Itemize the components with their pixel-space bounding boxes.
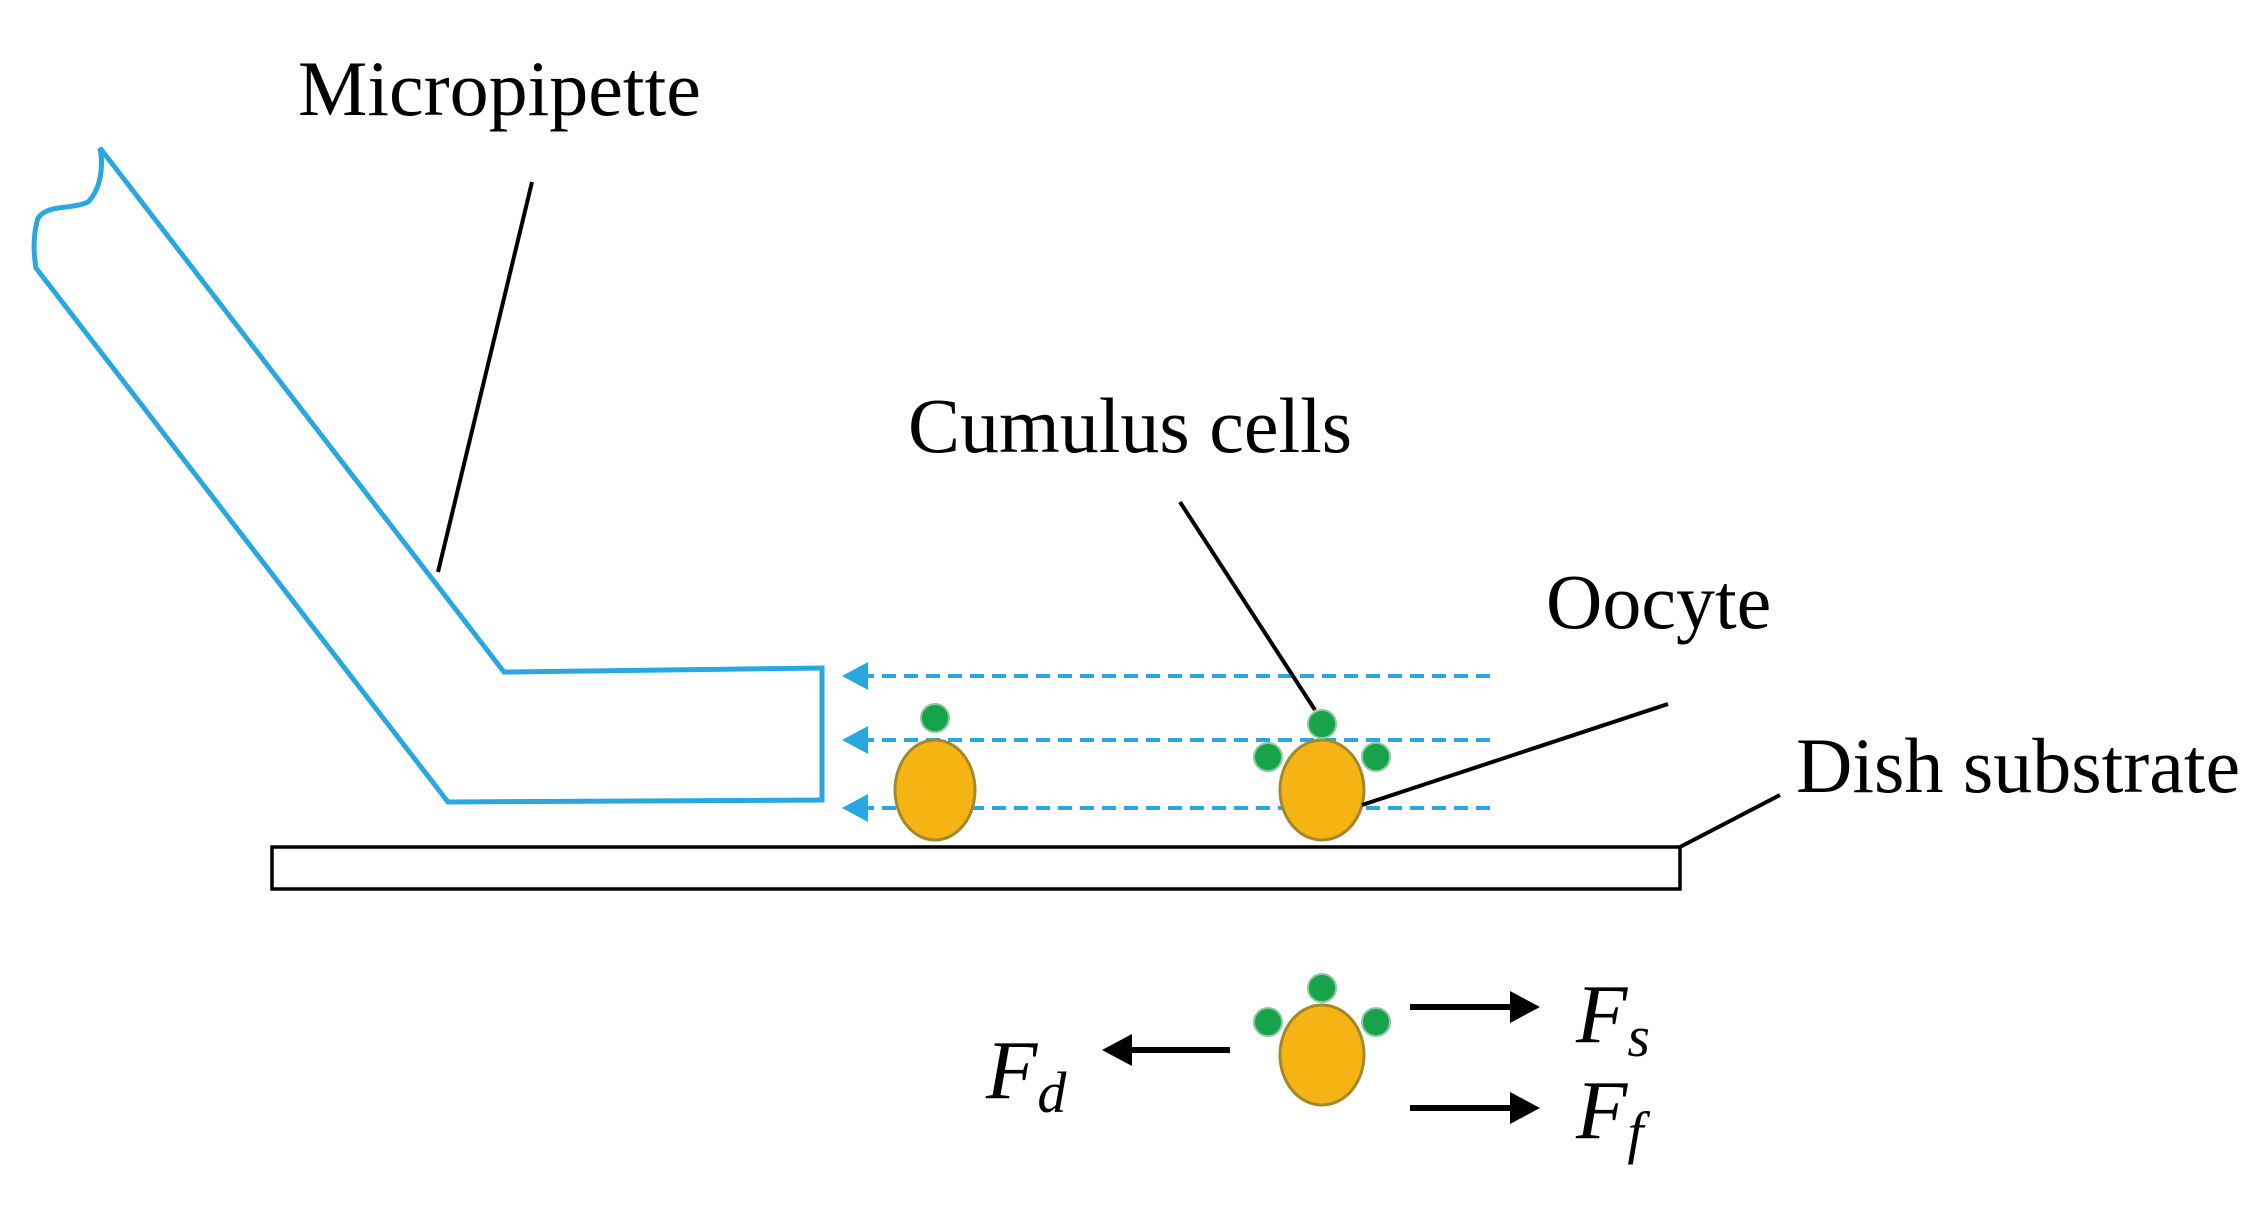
dish-leader [1679, 793, 1781, 849]
friction-force-label: Ff [1575, 1064, 1650, 1165]
flow-arrowhead-bottom [842, 794, 868, 822]
micropipette-label: Micropipette [298, 45, 701, 132]
flow-arrowhead-top [842, 662, 868, 690]
cumulus-cell [1307, 709, 1337, 739]
cumulus-cell [1361, 1007, 1391, 1037]
cumulus-cell [920, 703, 950, 733]
cumulus-cell [1253, 742, 1283, 772]
oocyte-2 [1278, 738, 1366, 842]
dish-substrate [270, 845, 1682, 891]
surface-force-label: Fs [1575, 968, 1650, 1069]
dish-substrate-label: Dish substrate [1796, 722, 2240, 809]
cumulus-leader [1178, 500, 1317, 712]
flow-arrows [842, 662, 1490, 822]
oocyte-group-2 [1253, 709, 1391, 842]
oocyte-1 [893, 738, 977, 842]
cumulus-cell [1307, 973, 1337, 1003]
cumulus-cell [1361, 742, 1391, 772]
oocyte-leader [1361, 702, 1669, 807]
force-diagram: Fd Fs Ff [985, 968, 1650, 1165]
micropipette [31, 146, 825, 805]
drag-force-label: Fd [985, 1024, 1067, 1125]
flow-arrowhead-middle [842, 726, 868, 754]
oocyte-label: Oocyte [1546, 558, 1771, 645]
micropipette-leader [436, 181, 534, 573]
cumulus-cells-label: Cumulus cells [908, 382, 1352, 469]
free-body-oocyte [1278, 1003, 1366, 1107]
oocyte-group-1 [893, 703, 977, 842]
cumulus-cell [1253, 1007, 1283, 1037]
drag-force-arrowhead [1102, 1034, 1132, 1066]
friction-force-arrowhead [1510, 1092, 1540, 1124]
surface-force-arrowhead [1510, 991, 1540, 1023]
